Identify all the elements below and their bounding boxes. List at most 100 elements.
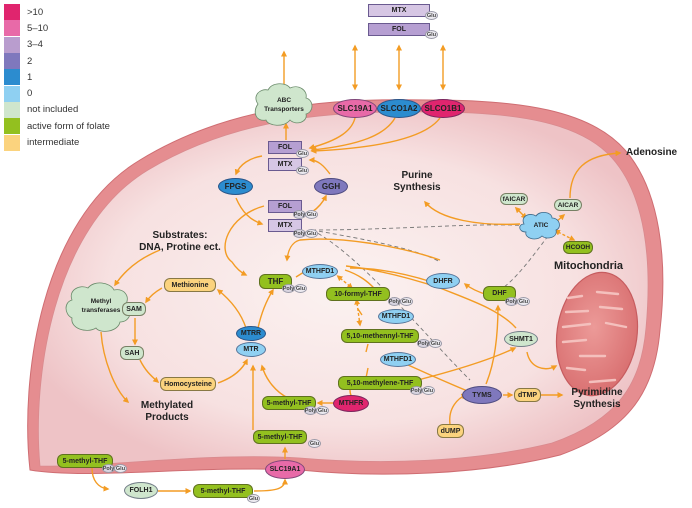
5-methyl-thf-polyglu-outside[interactable]: 5-methyl-THF bbox=[57, 454, 113, 468]
abc-line2: Transporters bbox=[264, 106, 304, 113]
glu-badge: Glu bbox=[308, 439, 321, 448]
fol-polyglu[interactable]: FOL bbox=[268, 200, 302, 213]
mtx-monoglu[interactable]: MTX bbox=[268, 158, 302, 171]
tyms-enzyme[interactable]: TYMS bbox=[462, 386, 502, 404]
faicar-node[interactable]: fAICAR bbox=[500, 193, 528, 205]
legend-swatch bbox=[4, 69, 20, 86]
inhibition-lines bbox=[311, 224, 549, 381]
mthfr-enzyme[interactable]: MTHFR bbox=[333, 395, 369, 412]
methyltransferases-line1: Methyl bbox=[90, 298, 112, 305]
methylated-products-label: Methylated Products bbox=[132, 400, 202, 424]
substrates-line2: DNA, Protine ect. bbox=[139, 242, 221, 253]
mthfd1-enzyme-1[interactable]: MTHFD1 bbox=[302, 264, 338, 279]
substrates-line1: Substrates: bbox=[152, 230, 208, 241]
substrates-label: Substrates: DNA, Protine ect. bbox=[132, 230, 228, 254]
legend-item: 5–10 bbox=[4, 20, 110, 37]
abc-line1: ABC bbox=[276, 97, 292, 104]
purine-synthesis-label: Purine Synthesis bbox=[388, 170, 446, 194]
5-10-methenyl-thf-node[interactable]: 5,10-methennyl-THF bbox=[341, 329, 419, 343]
purine-line2: Synthesis bbox=[393, 182, 441, 193]
legend-item: 2 bbox=[4, 53, 110, 70]
legend-item: 1 bbox=[4, 69, 110, 86]
abc-transporters-label[interactable]: ABC Transporters bbox=[258, 96, 310, 114]
mtrr-enzyme[interactable]: MTRR bbox=[236, 326, 266, 341]
legend-label: 0 bbox=[27, 88, 33, 100]
legend-item: intermediate bbox=[4, 134, 110, 151]
legend-label: 5–10 bbox=[27, 22, 49, 34]
sah-node[interactable]: SAH bbox=[120, 346, 144, 360]
pyrimidine-line1: Pyrimidine bbox=[571, 387, 623, 398]
glu-badge: Glu bbox=[316, 406, 329, 415]
legend-label: not included bbox=[27, 104, 79, 116]
methyltransferases-line2: transferases bbox=[81, 307, 121, 314]
glu-badge: Glu bbox=[296, 166, 309, 175]
pyrimidine-line2: Synthesis bbox=[573, 399, 621, 410]
fol-extracellular: FOL bbox=[368, 23, 430, 36]
legend-swatch bbox=[4, 36, 20, 53]
glu-badge: Glu bbox=[114, 464, 127, 473]
glu-badge: Glu bbox=[429, 339, 442, 348]
methylated-line1: Methylated bbox=[140, 400, 194, 411]
atic-cloud bbox=[519, 212, 560, 240]
methyltransferases-label[interactable]: Methyl transferases bbox=[76, 297, 126, 315]
slc19a1-transporter-bottom[interactable]: SLC19A1 bbox=[265, 460, 305, 479]
legend-swatch bbox=[4, 53, 20, 70]
glu-badge: Glu bbox=[296, 149, 309, 158]
abc-transporters-cloud bbox=[254, 83, 313, 126]
fpgs-enzyme[interactable]: FPGS bbox=[218, 178, 253, 195]
legend-label: intermediate bbox=[27, 137, 80, 149]
mtx-polyglu[interactable]: MTX bbox=[268, 219, 302, 232]
legend-swatch bbox=[4, 101, 20, 118]
legend-item: not included bbox=[4, 101, 110, 118]
sam-node[interactable]: SAM bbox=[122, 302, 146, 316]
5-10-methylene-thf-node[interactable]: 5,10-methylene-THF bbox=[338, 376, 422, 390]
mthfd1-enzyme-2[interactable]: MTHFD1 bbox=[378, 309, 414, 324]
slco1b1-transporter[interactable]: SLCO1B1 bbox=[421, 99, 465, 118]
glu-badge: Glu bbox=[517, 297, 530, 306]
glu-badge: Glu bbox=[425, 30, 438, 39]
legend-swatch bbox=[4, 20, 20, 37]
hcooh-node[interactable]: HCOOH bbox=[563, 241, 593, 254]
methylated-line2: Products bbox=[145, 412, 189, 423]
folh1-enzyme[interactable]: FOLH1 bbox=[124, 482, 158, 499]
glu-badge: Glu bbox=[422, 386, 435, 395]
dump-node[interactable]: dUMP bbox=[437, 424, 464, 438]
reaction-arrows bbox=[91, 44, 622, 494]
methionine-node[interactable]: Methionine bbox=[164, 278, 216, 292]
aicar-node[interactable]: AICAR bbox=[554, 199, 582, 211]
legend-swatch bbox=[4, 4, 20, 21]
dtmp-node[interactable]: dTMP bbox=[514, 388, 541, 402]
shmt1-enzyme[interactable]: SHMT1 bbox=[504, 331, 538, 347]
adenosine-label: Adenosine bbox=[626, 147, 678, 158]
glu-badge: Glu bbox=[305, 229, 318, 238]
5-methyl-thf-polyglu-node[interactable]: 5-methyl-THF bbox=[262, 396, 316, 410]
legend-label: >10 bbox=[27, 6, 44, 18]
glu-badge: Glu bbox=[305, 210, 318, 219]
slco1a2-transporter[interactable]: SLCO1A2 bbox=[377, 99, 421, 118]
glu-badge: Glu bbox=[294, 284, 307, 293]
legend-item: >10 bbox=[4, 4, 110, 21]
atic-label[interactable]: ATIC bbox=[533, 222, 549, 229]
legend-item: active form of folate bbox=[4, 118, 110, 135]
legend-label: 1 bbox=[27, 71, 33, 83]
legend-swatch bbox=[4, 118, 20, 135]
5-methyl-thf-glu-outside[interactable]: 5-methyl-THF bbox=[193, 484, 253, 498]
homocysteine-node[interactable]: Homocysteine bbox=[160, 377, 216, 391]
legend-label: 2 bbox=[27, 55, 33, 67]
ggh-enzyme[interactable]: GGH bbox=[314, 178, 348, 195]
slc19a1-transporter[interactable]: SLC19A1 bbox=[333, 99, 377, 118]
legend-swatch bbox=[4, 134, 20, 151]
10-formyl-thf-node[interactable]: 10-formyl-THF bbox=[326, 287, 390, 301]
mitochondria-label: Mitochondria bbox=[554, 260, 624, 272]
dhfr-enzyme[interactable]: DHFR bbox=[426, 273, 460, 289]
mtx-extracellular: MTX bbox=[368, 4, 430, 17]
5-methyl-thf-glu-node[interactable]: 5-methyl-THF bbox=[253, 430, 307, 444]
glu-badge: Glu bbox=[425, 11, 438, 20]
fol-monoglu[interactable]: FOL bbox=[268, 141, 302, 154]
pyrimidine-synthesis-label: Pyrimidine Synthesis bbox=[562, 387, 632, 411]
legend-label: active form of folate bbox=[27, 120, 110, 132]
mthfd1-enzyme-3[interactable]: MTHFD1 bbox=[380, 352, 416, 367]
mtr-enzyme[interactable]: MTR bbox=[236, 342, 266, 357]
